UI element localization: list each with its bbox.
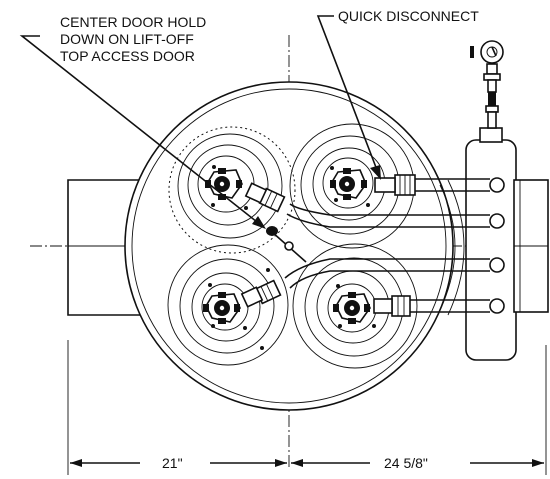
valve-head-bottom-left — [203, 292, 241, 324]
quick-disconnect-label: QUICK DISCONNECT — [338, 8, 479, 24]
center-door-hold-down — [266, 226, 307, 263]
vessel-inner-circle — [131, 88, 447, 404]
valve-head-top-right — [330, 168, 367, 200]
valve-head-top-left — [205, 168, 243, 200]
access-door-circle — [168, 126, 296, 254]
center-door-label-line3: TOP ACCESS DOOR — [60, 48, 195, 64]
dimension-right: 24 5/8" — [384, 455, 428, 471]
dimension-lines — [67, 340, 547, 475]
center-door-label-line2: DOWN ON LIFT-OFF — [60, 31, 194, 47]
tubing — [284, 178, 490, 313]
center-door-label-line1: CENTER DOOR HOLD — [60, 14, 206, 30]
dimension-left: 21" — [162, 455, 183, 471]
quick-disconnect-leader — [316, 15, 378, 171]
bolt-dots — [208, 165, 376, 350]
valve-head-bottom-right — [333, 292, 371, 324]
swirl-bottom-left — [167, 244, 289, 366]
manifold — [465, 127, 549, 361]
pressure-gauge — [470, 40, 504, 129]
center-door-leader — [19, 35, 258, 223]
quick-disconnect-couplings — [240, 174, 416, 317]
